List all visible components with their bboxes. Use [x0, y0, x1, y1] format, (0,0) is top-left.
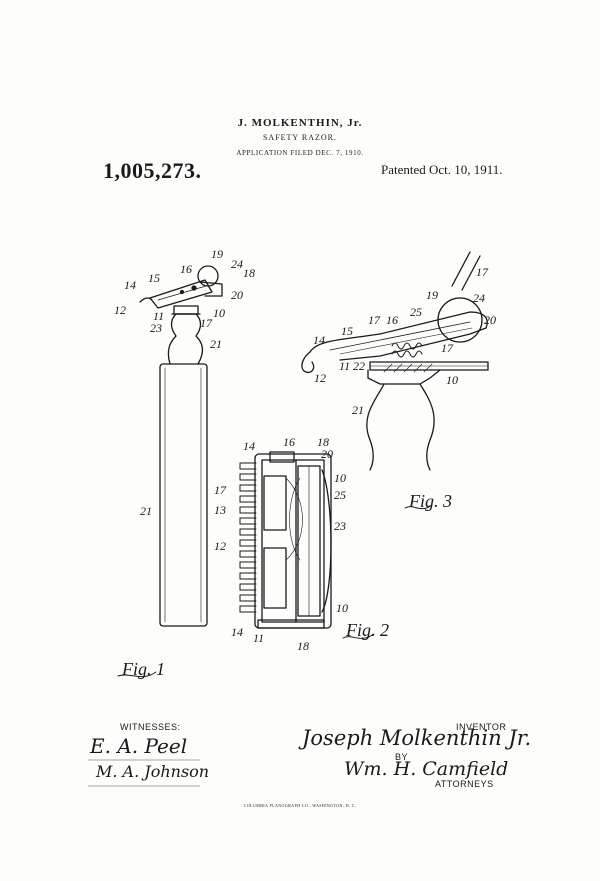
fig1-label-16: 16: [180, 262, 192, 276]
witnesses-label: WITNESSES:: [120, 722, 181, 732]
fig3-label-21: 21: [352, 403, 364, 417]
fig1-label-12: 12: [114, 303, 126, 317]
fig3-label-20: 20: [484, 313, 496, 327]
fig2-label-10-top: 10: [334, 471, 346, 485]
fig2-label-12: 12: [214, 539, 226, 553]
inventor-name: J. MOLKENTHIN, Jr.: [237, 117, 363, 129]
patented-date: Patented Oct. 10, 1911.: [381, 162, 503, 177]
fig3-razor-section-view: [301, 251, 489, 471]
fig3-label-22: 22: [353, 359, 365, 373]
witness-1-signature: E. A. Peel: [90, 734, 188, 758]
filing-date: APPLICATION FILED DEC. 7, 1910.: [236, 149, 364, 157]
fig2-razor-plan-view: [239, 451, 332, 629]
fig2-label-18-top: 18: [317, 435, 329, 449]
inventor-signature: Joseph Molkenthin Jr.: [302, 726, 532, 750]
fig1-razor-side-view: [139, 265, 223, 627]
figure-2-title: Fig. 2: [346, 620, 389, 640]
fig3-label-15: 15: [341, 324, 353, 338]
fig1-label-11: 11: [153, 309, 165, 323]
fig2-comb-teeth: [239, 462, 257, 613]
fig3-label-16: 16: [386, 313, 398, 327]
figure-1-title: Fig. 1: [122, 659, 165, 679]
fig1-label-10: 10: [213, 306, 225, 320]
fig2-label-13: 13: [214, 503, 226, 517]
fig3-label-10: 10: [446, 373, 458, 387]
figure-3-title: Fig. 3: [409, 491, 452, 511]
fig1-label-18: 18: [243, 266, 255, 280]
by-label: BY: [395, 752, 409, 762]
fig2-label-14-bottom: 14: [231, 625, 243, 639]
witness-2-signature: M. A. Johnson: [96, 762, 210, 781]
invention-title: SAFETY RAZOR.: [262, 133, 338, 142]
fig3-label-14: 14: [313, 333, 325, 347]
fig2-label-23: 23: [334, 519, 346, 533]
fig3-label-17-spring: 17: [441, 341, 453, 355]
fig1-label-23: 23: [150, 321, 162, 335]
fig2-label-20: 20: [321, 447, 333, 461]
fig3-label-17-top: 17: [368, 313, 380, 327]
attorney-signature: Wm. H. Camfield: [344, 758, 509, 780]
fig2-label-14: 14: [243, 439, 255, 453]
printer-footer: COLUMBIA PLANOGRAPH CO., WASHINGTON, D. …: [243, 803, 357, 808]
patent-number: 1,005,273.: [103, 158, 202, 183]
fig1-label-17: 17: [200, 316, 212, 330]
attorneys-label: ATTORNEYS: [435, 779, 494, 789]
fig1-label-24: 24: [231, 257, 243, 271]
fig3-label-25: 25: [410, 305, 422, 319]
fig3-label-19: 19: [426, 288, 438, 302]
fig1-label-21-neck: 21: [210, 337, 222, 351]
fig3-label-11: 11: [339, 359, 351, 373]
fig2-label-10-bottom: 10: [336, 601, 348, 615]
fig2-label-11: 11: [253, 631, 265, 645]
fig2-label-16: 16: [283, 435, 295, 449]
fig2-label-25: 25: [334, 488, 346, 502]
inventor-label: INVENTOR: [456, 722, 507, 732]
fig1-label-19: 19: [211, 247, 223, 261]
fig2-label-18-bottom: 18: [297, 639, 309, 653]
fig1-label-21-handle: 21: [140, 504, 152, 518]
fig1-label-14: 14: [124, 278, 136, 292]
fig1-label-20: 20: [231, 288, 243, 302]
fig1-label-15: 15: [148, 271, 160, 285]
fig3-label-17-handle: 17: [476, 265, 488, 279]
fig3-label-12: 12: [314, 371, 326, 385]
fig3-label-24: 24: [473, 291, 485, 305]
fig2-label-17: 17: [214, 483, 226, 497]
